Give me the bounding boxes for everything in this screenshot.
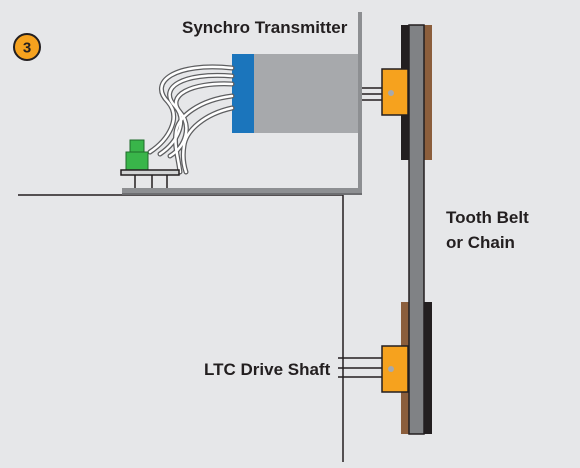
wire-bundle <box>147 64 235 175</box>
step-number: 3 <box>23 40 31 57</box>
synchro-transmitter-icon <box>232 54 358 133</box>
mounting-plate <box>122 12 362 195</box>
synchro-transmitter-label: Synchro Transmitter <box>182 18 348 37</box>
bottom-pulley-bracket-icon <box>338 345 409 393</box>
top-pulley-bracket-icon <box>362 68 409 116</box>
belt-label-line1: Tooth Belt <box>446 208 529 227</box>
drive-shaft-label: LTC Drive Shaft <box>204 360 331 379</box>
step-badge: 3 <box>13 33 41 61</box>
connector-icon <box>120 139 180 188</box>
belt-label-line2: or Chain <box>446 233 515 252</box>
